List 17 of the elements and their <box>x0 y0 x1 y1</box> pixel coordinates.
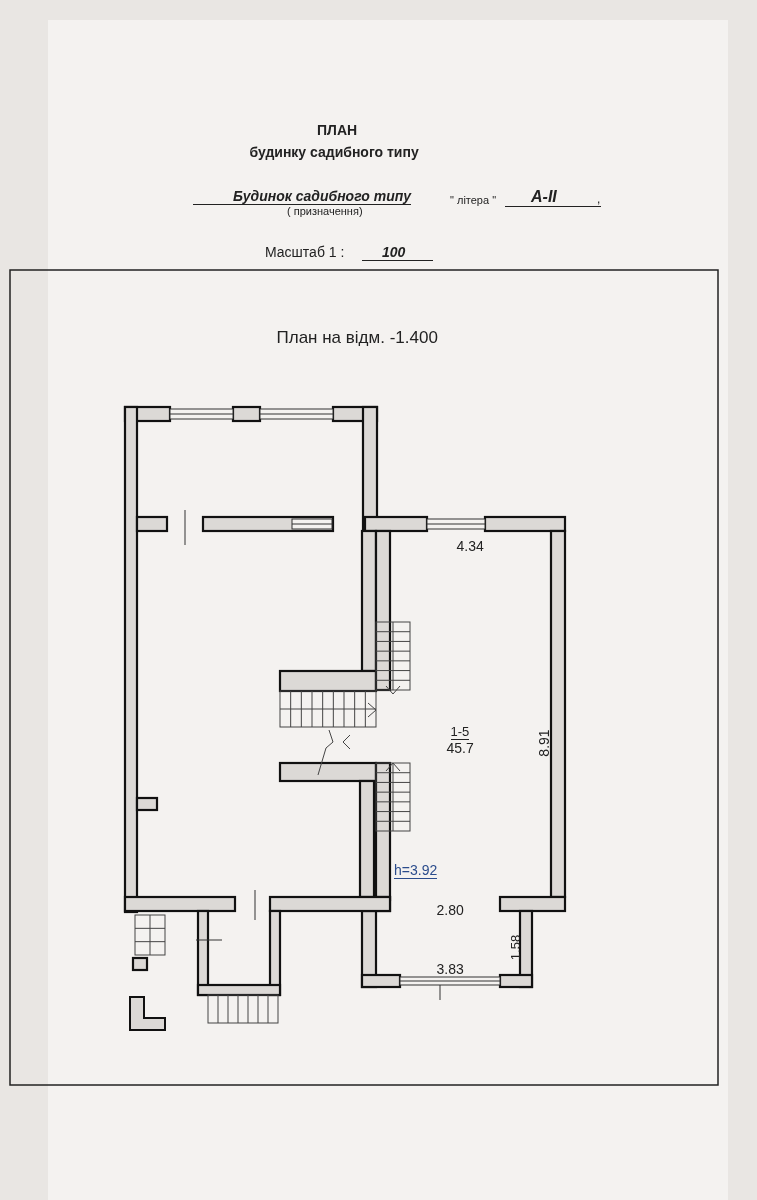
scale-caption: Масштаб 1 : <box>265 244 345 260</box>
punctuation: , <box>597 192 601 206</box>
dimension-text: 8.91 <box>535 729 552 757</box>
room-area: 45.7 <box>446 740 474 756</box>
plan-subtitle: будинку садибного типу <box>249 144 419 160</box>
dimension-text: 2.80 <box>436 902 464 918</box>
plan-level-heading: План на відм. -1.400 <box>276 328 438 348</box>
field-caption: " літера " <box>450 194 497 206</box>
plan-title: ПЛАН <box>317 122 358 138</box>
dimension-text: 4.34 <box>456 538 484 554</box>
ceiling-height: h=3.92 <box>394 862 438 879</box>
room-number: 1-5 <box>450 724 470 740</box>
scale-fill-in: 100 <box>362 244 434 261</box>
field-caption: ( призначення) <box>287 205 363 217</box>
purpose-fill-in: Будинок садибного типу <box>193 188 412 205</box>
dimension-text: 3.83 <box>436 961 464 977</box>
dimension-text: 1.58 <box>508 934 524 961</box>
